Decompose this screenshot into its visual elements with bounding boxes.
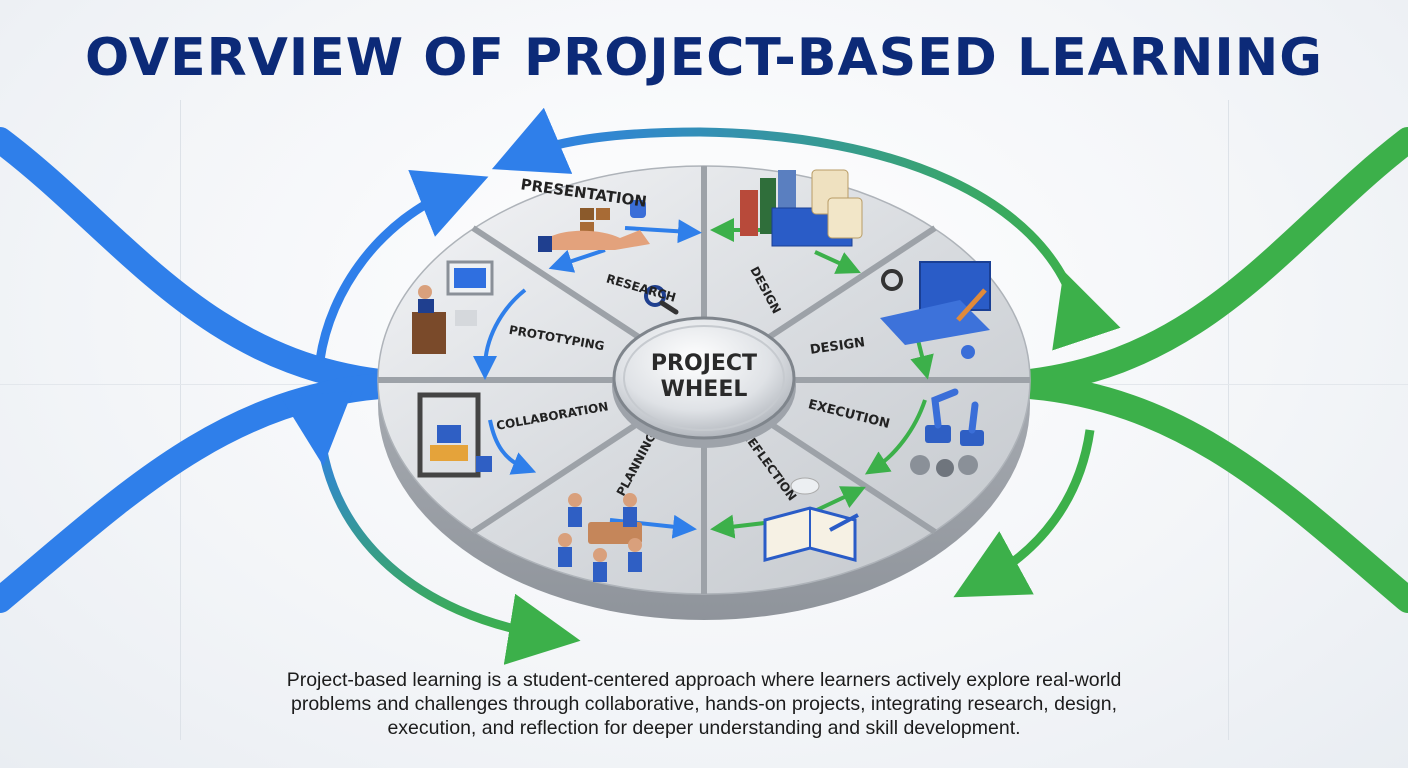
left-swoosh-upper <box>0 127 393 395</box>
handshake-puzzle-icon <box>538 200 650 252</box>
right-swoosh-upper <box>1017 127 1408 395</box>
hub <box>612 316 796 440</box>
top-cycle-arrow <box>491 107 1121 351</box>
magnifier-icon <box>644 285 679 315</box>
hub-title-line1: PROJECT <box>651 351 757 376</box>
grid-line <box>180 100 181 740</box>
3d-printer-icon <box>417 392 492 478</box>
left-swoosh-lower <box>0 373 393 613</box>
right-swoosh-lower <box>1017 373 1408 613</box>
right-lower-cycle-arrow <box>953 429 1095 598</box>
page-title: OVERVIEW OF PROJECT-BASED LEARNING <box>85 28 1323 88</box>
left-upper-cycle-arrow <box>315 169 489 361</box>
robot-arm-gears-icon <box>910 388 984 477</box>
books-blueprint-icon <box>740 169 863 247</box>
grid-line <box>1228 100 1229 740</box>
notebook-icon <box>763 477 859 562</box>
presenter-podium-icon <box>412 260 494 354</box>
team-meeting-icon <box>558 493 642 582</box>
description-text: Project-based learning is a student-cent… <box>286 669 1122 739</box>
hub-title-line2: WHEEL <box>661 377 748 402</box>
left-lower-cycle-arrow <box>280 390 581 665</box>
laptop-blueprint-icon <box>880 261 991 359</box>
